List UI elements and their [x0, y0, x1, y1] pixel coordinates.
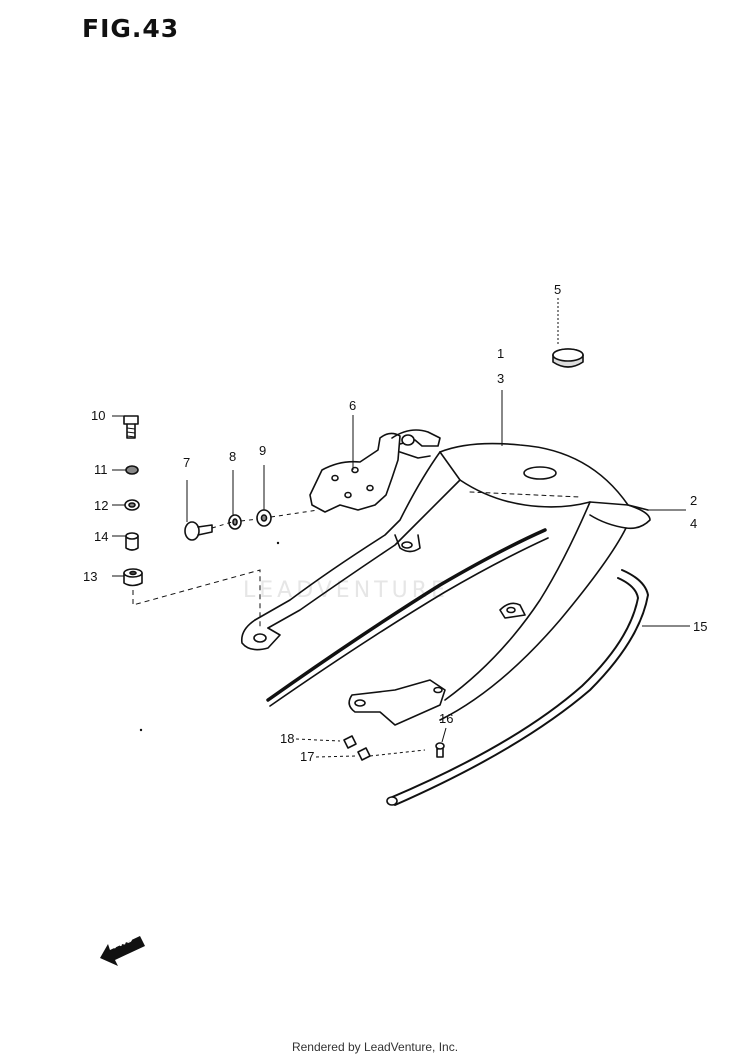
part-9-washer — [256, 509, 272, 527]
callout-1: 1 — [497, 346, 505, 361]
callout-15: 15 — [693, 619, 708, 634]
callout-4: 4 — [690, 516, 698, 531]
part-8-washer — [228, 514, 242, 530]
callout-9: 9 — [259, 443, 267, 458]
part-17-nut — [357, 747, 371, 761]
part-7-screw — [184, 521, 213, 541]
part-11-nut — [125, 465, 139, 475]
part-12-washer — [124, 499, 140, 511]
part-15-molding — [386, 569, 649, 806]
callout-12: 12 — [94, 498, 109, 513]
callout-5: 5 — [554, 282, 562, 297]
callout-2: 2 — [690, 493, 698, 508]
callout-8: 8 — [229, 449, 237, 464]
footer-credit: Rendered by LeadVenture, Inc. — [291, 1040, 459, 1054]
part-14-collar — [125, 532, 139, 551]
figure-title: FIG.43 — [82, 14, 180, 43]
part-5-cap — [552, 348, 584, 368]
callout-18: 18 — [280, 731, 295, 746]
callout-7: 7 — [183, 455, 191, 470]
callout-14: 14 — [94, 529, 109, 544]
watermark: LEADVENTURE — [243, 578, 449, 603]
fwd-arrow-icon — [100, 936, 145, 966]
part-13-cushion — [123, 568, 143, 587]
leader-lines — [112, 298, 690, 758]
callout-6: 6 — [349, 398, 357, 413]
callout-16: 16 — [439, 711, 454, 726]
part-10-bolt — [123, 415, 139, 439]
callout-13: 13 — [83, 569, 98, 584]
part-1-tail-cowl — [240, 442, 651, 726]
part-18-clip — [343, 735, 357, 749]
callout-11: 11 — [94, 462, 108, 477]
callout-10: 10 — [91, 408, 106, 423]
callout-17: 17 — [300, 749, 315, 764]
callout-3: 3 — [497, 371, 505, 386]
part-16-screw — [435, 742, 445, 758]
part-6-lock-bracket — [309, 429, 441, 513]
